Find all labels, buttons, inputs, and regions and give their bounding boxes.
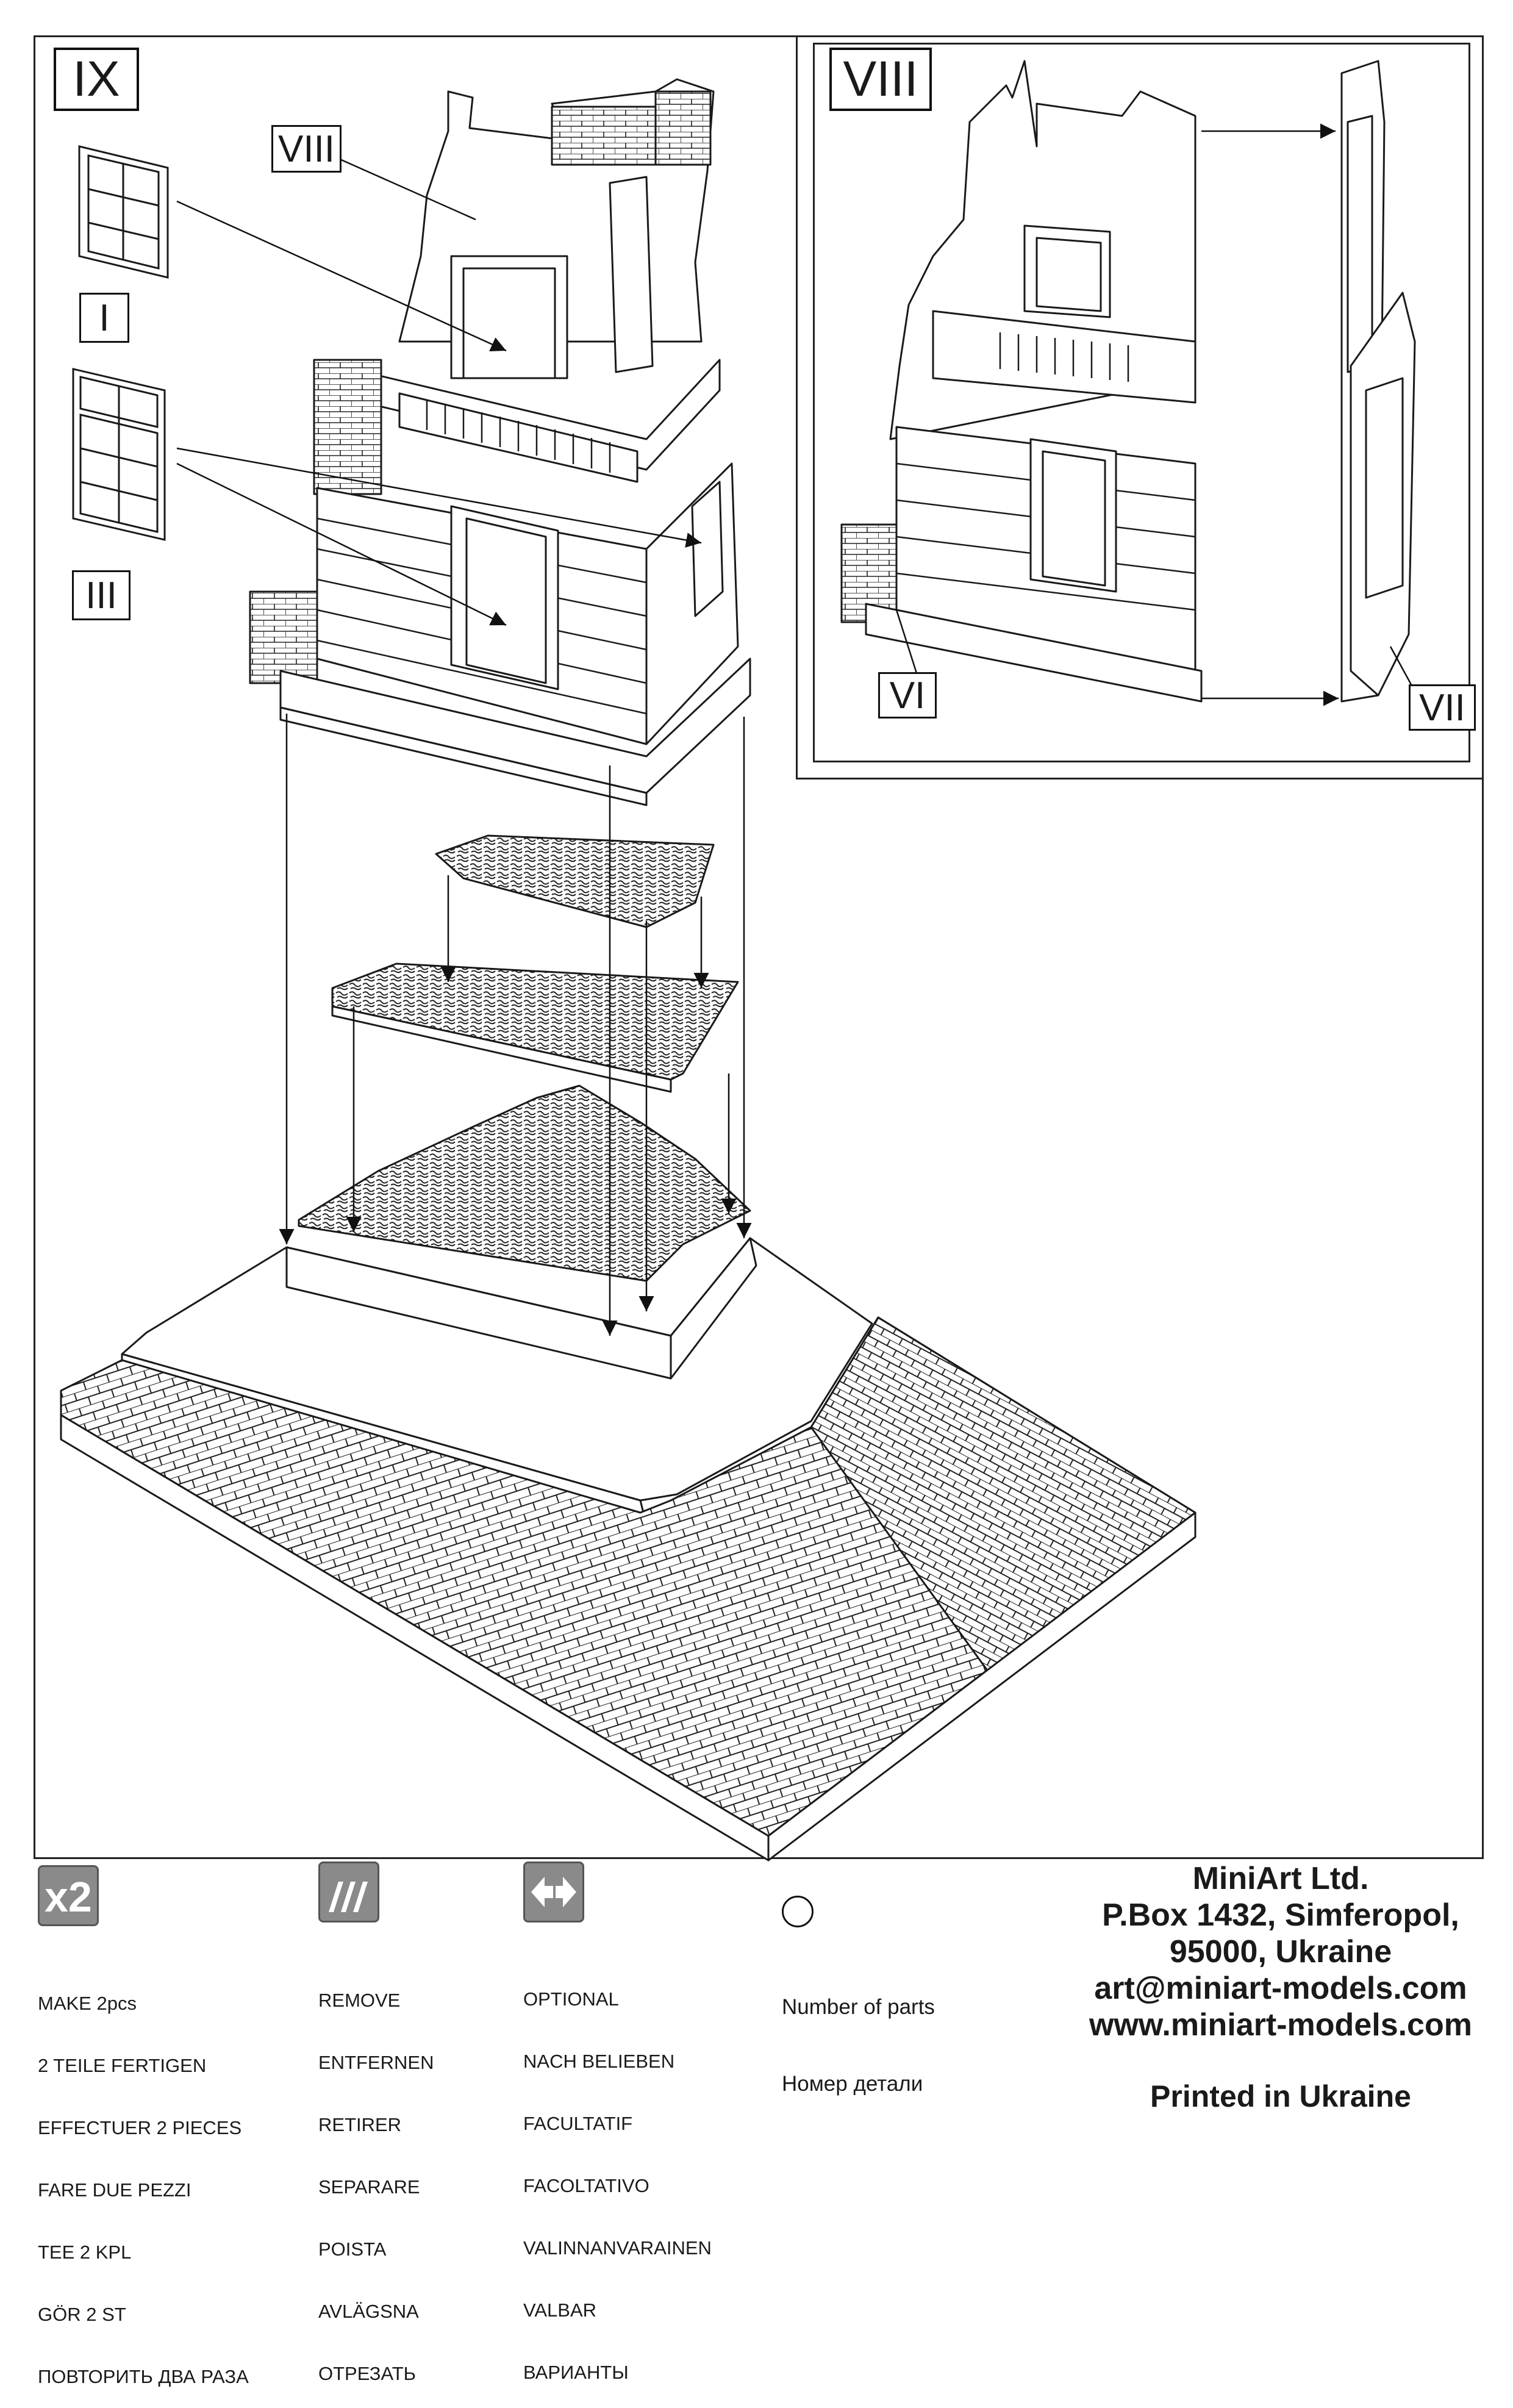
- step-number-inset: VIII: [829, 48, 932, 111]
- legend-make-line: GÖR 2 ST: [38, 2304, 126, 2325]
- part-callout-vi: VI: [878, 672, 937, 718]
- assembly-drawing: [60, 60, 1428, 1862]
- circle-icon: [782, 1896, 814, 1927]
- part-callout-iii: III: [72, 570, 131, 620]
- x2-icon: x2: [38, 1865, 99, 1926]
- legend-optional-line: VALBAR: [523, 2299, 597, 2321]
- legend-optional-line: ВАРИАНТЫ: [523, 2362, 629, 2383]
- legend-remove-line: SEPARARE: [318, 2176, 420, 2198]
- legend-optional-line: VALINNANVARAINEN: [523, 2237, 712, 2259]
- main-frame-top-left: [34, 35, 796, 37]
- company-address-line1: P.Box 1432, Simferopol,: [1102, 1897, 1459, 1933]
- optional-arrows-icon: [523, 1862, 584, 1922]
- legend-make-line: TEE 2 KPL: [38, 2241, 132, 2263]
- x2-icon-text: x2: [45, 1873, 92, 1921]
- company-name: MiniArt Ltd.: [1192, 1861, 1369, 1896]
- company-website[interactable]: www.miniart-models.com: [1089, 2007, 1472, 2043]
- legend-parts-line: Номер детали: [782, 2072, 923, 2096]
- printed-in-ukraine: Printed in Ukraine: [1150, 2079, 1411, 2113]
- optional-arrows-glyph: [531, 1877, 576, 1907]
- legend-make-line: FARE DUE PEZZI: [38, 2179, 191, 2201]
- step-number-main: IX: [54, 48, 139, 111]
- legend-remove-line: POISTA: [318, 2238, 387, 2260]
- company-email[interactable]: art@miniart-models.com: [1094, 1971, 1467, 2006]
- legend-parts-text: Number of parts Номер детали: [782, 1943, 935, 2123]
- legend-make-line: 2 TEILE FERTIGEN: [38, 2055, 207, 2076]
- remove-cut-icon: [318, 1862, 379, 1922]
- inset-frame-outer: [796, 35, 1484, 779]
- legend-optional-line: NACH BELIEBEN: [523, 2051, 675, 2072]
- legend-remove-line: ОТРЕЗАТЬ: [318, 2363, 416, 2384]
- legend-parts-line: Number of parts: [782, 1995, 935, 2019]
- legend-optional-line: FACOLTATIVO: [523, 2175, 649, 2196]
- main-frame-join: [796, 778, 1484, 779]
- legend-make-line: MAKE 2pcs: [38, 1993, 137, 2014]
- company-address-line2: 95000, Ukraine: [1169, 1934, 1392, 1969]
- legend-remove-line: RETIRER: [318, 2114, 402, 2135]
- legend-optional-line: FACULTATIF: [523, 2113, 633, 2134]
- inset-step-frame: [813, 43, 1470, 762]
- legend-make-line: EFFECTUER 2 PIECES: [38, 2117, 242, 2138]
- legend-remove-text: REMOVE ENTFERNEN RETIRER SEPARARE POISTA…: [318, 1949, 434, 2405]
- part-callout-i: I: [79, 293, 129, 343]
- part-callout-vii: VII: [1409, 684, 1476, 731]
- legend-remove-line: AVLÄGSNA: [318, 2301, 419, 2322]
- remove-cut-glyph: [329, 1882, 368, 1912]
- legend-make-line: ПОВТОРИТЬ ДВА РАЗА: [38, 2366, 249, 2387]
- legend-optional-line: OPTIONAL: [523, 1988, 619, 2010]
- main-step-frame: [34, 35, 1484, 1859]
- part-callout-viii: VIII: [271, 125, 342, 173]
- legend-make-text: MAKE 2pcs 2 TEILE FERTIGEN EFFECTUER 2 P…: [38, 1952, 249, 2408]
- main-frame-right-lower: [1482, 778, 1484, 1859]
- legend-remove-line: REMOVE: [318, 1990, 401, 2011]
- main-frame-divider: [796, 35, 798, 779]
- legend-remove-line: ENTFERNEN: [318, 2052, 434, 2073]
- legend-optional-text: OPTIONAL NACH BELIEBEN FACULTATIF FACOLT…: [523, 1948, 712, 2404]
